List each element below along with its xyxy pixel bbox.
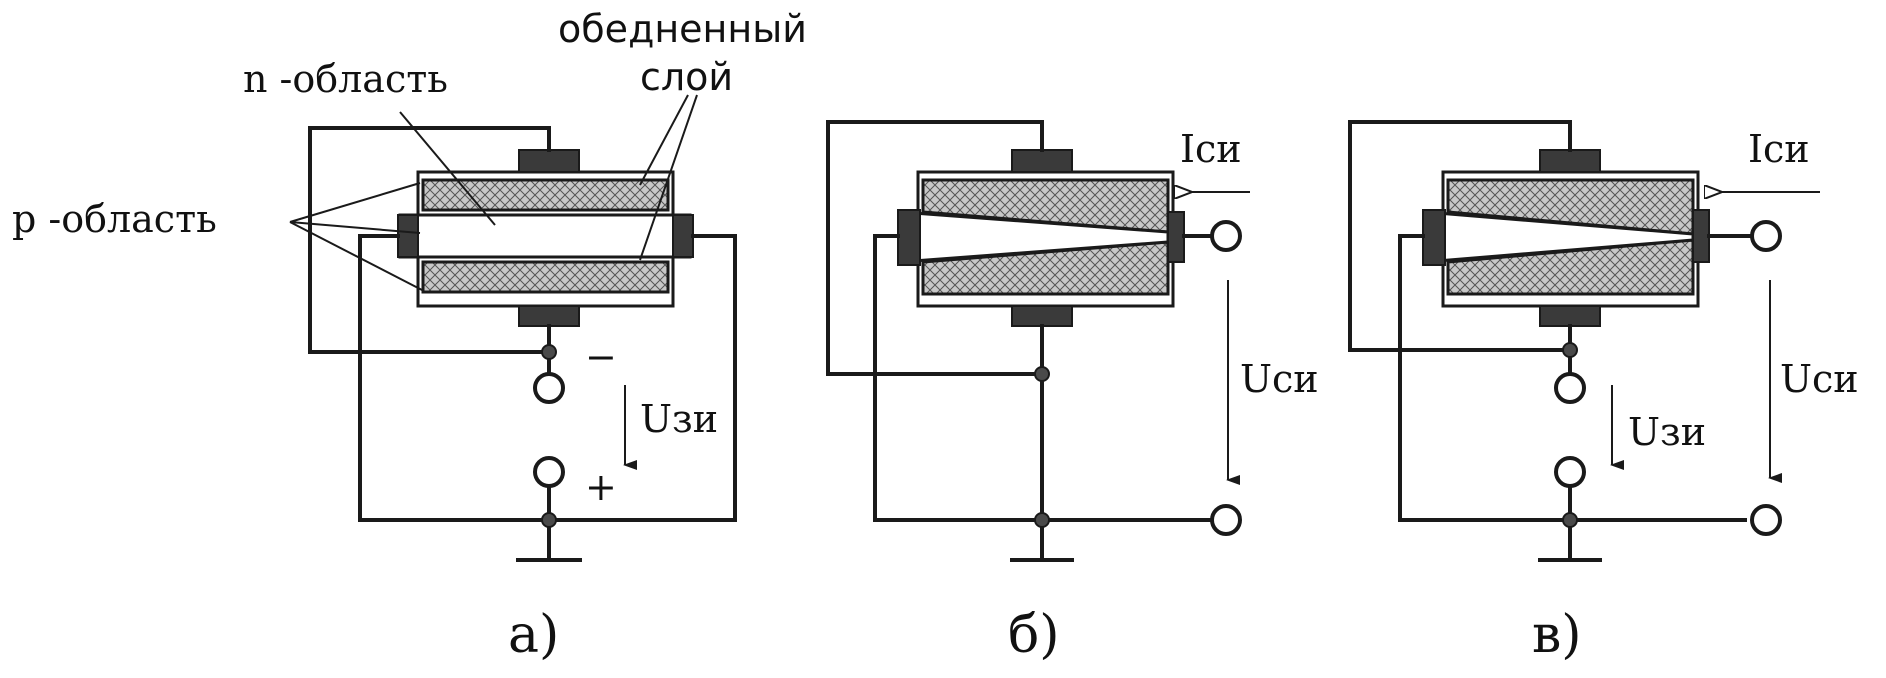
source-contact-b	[897, 209, 921, 266]
gate-terminal-a	[533, 372, 565, 404]
diagram-c: Iси Uзи Uси в)	[1348, 120, 1859, 665]
drain-terminal-c	[1750, 220, 1782, 252]
drain-contact-c	[1692, 209, 1710, 263]
source-terminal-c	[1750, 504, 1782, 536]
depletion-top-a	[421, 178, 670, 212]
depletion-bottom-a	[421, 260, 670, 294]
source-contact-a	[397, 214, 419, 258]
p-region-label: p -область	[12, 197, 217, 241]
drain-contact-b	[1167, 211, 1185, 263]
source-terminal-b	[1210, 504, 1242, 536]
diagram-b: Iси Uси б)	[826, 120, 1319, 665]
gate-return-terminal-c	[1554, 456, 1586, 488]
drain-contact-a	[672, 214, 694, 258]
source-terminal-a	[533, 456, 565, 488]
drain-terminal-b	[1210, 220, 1242, 252]
gate-contact-top-b	[1011, 149, 1073, 173]
gate-contact-bottom-b	[1011, 305, 1073, 327]
diagram-a: − + Uзи n -область p -область обедненный…	[12, 7, 807, 665]
u-ds-label-b: Uси	[1240, 357, 1319, 401]
caption-c: в)	[1532, 605, 1582, 665]
i-ds-label-c: Iси	[1748, 127, 1810, 171]
n-channel-a	[398, 213, 692, 259]
caption-b: б)	[1008, 605, 1060, 665]
source-contact-c	[1422, 209, 1446, 266]
u-gs-label-c: Uзи	[1628, 410, 1706, 454]
u-gs-label-a: Uзи	[640, 397, 718, 441]
i-ds-label-b: Iси	[1180, 127, 1242, 171]
gate-terminal-c	[1554, 372, 1586, 404]
depletion-label-line2: слой	[640, 55, 733, 99]
caption-a: а)	[508, 605, 559, 665]
minus-sign-a: −	[585, 335, 617, 379]
gate-contact-bottom-c	[1539, 305, 1601, 327]
gate-contact-top-c	[1539, 149, 1601, 173]
n-region-label: n -область	[243, 57, 448, 101]
depletion-label-line1: обедненный	[558, 7, 807, 51]
plus-sign-a: +	[585, 465, 617, 509]
gate-contact-top-a	[518, 149, 580, 173]
gate-contact-bottom-a	[518, 305, 580, 327]
u-ds-label-c: Uси	[1780, 357, 1859, 401]
